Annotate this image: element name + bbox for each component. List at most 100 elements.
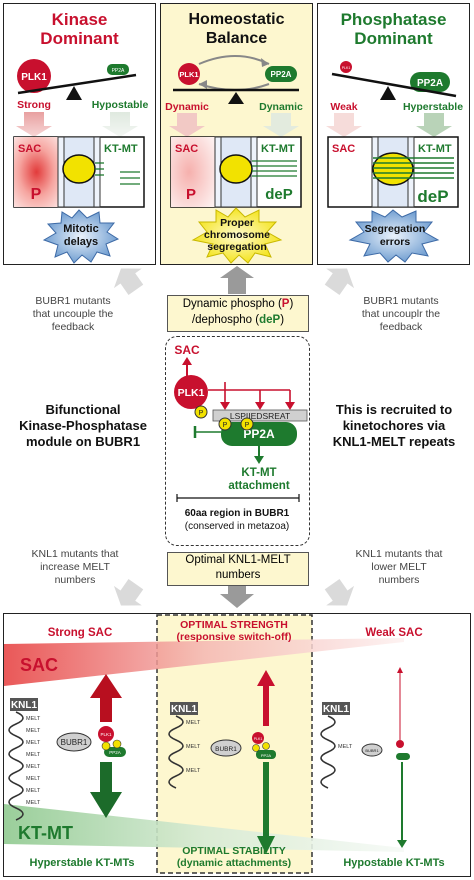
down-right-arrow — [324, 579, 355, 606]
optimal-melt-box: Optimal KNL1-MELT numbers — [167, 552, 309, 586]
kinase-plk1-label: PLK1 — [21, 72, 47, 83]
phosphatase-title: Phosphatase Dominant — [340, 10, 447, 48]
phosphatase-pivot — [380, 86, 396, 100]
phosphatase-left-label: Weak — [330, 101, 357, 113]
phosphatase-beam — [331, 72, 457, 98]
homeostatic-sac-label: SAC — [175, 143, 198, 155]
up-left-arrow — [113, 268, 144, 295]
module-pp2a-label: PP2A — [243, 427, 275, 441]
down-left-arrow — [113, 579, 144, 606]
knl1-coil-center — [168, 715, 184, 789]
kinase-p-mark: P — [31, 186, 42, 203]
kinase-dominant-panel: Kinase Dominant PLK1 PP2A Strong Hyposta… — [3, 3, 156, 265]
homeostatic-outcome-star — [191, 207, 283, 264]
kinase-sac-label: SAC — [18, 143, 41, 155]
down-center-arrow — [220, 580, 254, 608]
optimal-strength-line2: (responsive switch-off) — [177, 631, 292, 643]
homeostatic-pivot — [228, 92, 244, 104]
knl1-box-left — [10, 698, 38, 711]
phosphatase-node — [372, 152, 414, 186]
homeostatic-right-label: Dynamic — [259, 101, 303, 113]
melt-labels-center: MELT MELT MELT — [186, 720, 201, 774]
sac-arrow-optimal — [257, 670, 275, 726]
phosphatase-sac-label: SAC — [332, 143, 355, 155]
homeostatic-title: Homeostatic Balance — [188, 11, 285, 47]
svg-text:PP2A: PP2A — [261, 753, 272, 758]
svg-text:PP2A: PP2A — [109, 750, 121, 755]
plk1-left — [98, 726, 114, 742]
homeostatic-cycle-top — [198, 55, 270, 65]
phosphatase-right-label: Hyperstable — [403, 101, 463, 113]
knl1-note-left: KNL1 mutants that increase MELT numbers — [31, 548, 119, 586]
optimal-strength-line1: OPTIMAL STRENGTH — [180, 619, 288, 631]
phosphatase-outcome-line2: errors — [380, 236, 411, 248]
hyperstable-label: Hyperstable KT-MTs — [30, 857, 135, 869]
module-plk1-ball — [174, 375, 208, 409]
kinase-outcome-line1: Mitotic — [63, 223, 98, 235]
kinase-plk1-pp2a-node — [62, 154, 96, 184]
knl1-box-right — [322, 702, 350, 715]
homeostatic-diagram: PLK1 PP2A Dynamic Dynamic SAC KT-MT P de… — [165, 55, 303, 264]
optimal-stability-line1: OPTIMAL STABILITY — [182, 845, 285, 857]
kinase-left-label: Strong — [17, 99, 51, 111]
kinase-sac-field — [14, 137, 64, 207]
pp2a-center — [256, 750, 276, 759]
homeostatic-outcome-line3: segregation — [207, 241, 267, 253]
svg-text:MELT: MELT — [26, 776, 41, 782]
knl1-note-right: KNL1 mutants that lower MELT numbers — [355, 548, 443, 586]
svg-text:MELT: MELT — [26, 800, 41, 806]
phosphatase-dominant-panel: Phosphatase Dominant PLK1 PP2A Weak Hype… — [317, 3, 470, 265]
phosphatase-dep-mark: deP — [417, 187, 448, 206]
kinase-sac-arrow — [16, 112, 52, 137]
ktmt-wedge — [4, 804, 404, 852]
svg-text:MELT: MELT — [26, 740, 41, 746]
bottom-diagram: SAC KT-MT Strong SAC OPTIMAL STRENGTH (r… — [4, 614, 445, 874]
phosphatase-ktmt-arrow — [416, 113, 452, 137]
svg-text:MELT: MELT — [186, 768, 201, 774]
sac-wedge — [4, 638, 404, 686]
bottom-sac-label: SAC — [20, 655, 58, 675]
svg-text:MELT: MELT — [26, 716, 41, 722]
svg-text:BUBR1: BUBR1 — [365, 748, 379, 753]
homeostatic-left-label: Dynamic — [165, 101, 209, 113]
homeostatic-ktmt-arrow — [263, 113, 299, 137]
bubr1-center — [210, 739, 242, 757]
knl1-coil-right — [320, 715, 336, 789]
module-p-circle-3 — [240, 417, 254, 431]
module-region-line1: 60aa region in BUBR1 — [185, 508, 290, 519]
kinase-pp2a-ball — [107, 64, 129, 75]
kinase-plk1-ball — [17, 59, 51, 93]
knl1-box-center — [170, 702, 198, 715]
bubr1-module-diagram: SAC PLK1 LSPIIEDSREAT PP2A P P P KT-MT a… — [174, 343, 308, 532]
phosphatase-pp2a-ball — [410, 72, 450, 92]
sac-arrow-strong — [90, 674, 122, 722]
plk1-center — [252, 732, 264, 744]
homeostatic-p-mark: P — [186, 186, 196, 203]
svg-text:MELT: MELT — [186, 744, 201, 750]
svg-text:MELT: MELT — [26, 728, 41, 734]
svg-text:KNL1: KNL1 — [11, 700, 38, 711]
module-region-line2: (conserved in metazoa) — [185, 521, 290, 532]
kinase-seesaw-beam — [17, 73, 137, 95]
svg-text:MELT: MELT — [26, 752, 41, 758]
kinase-right-label: Hypostable — [92, 99, 149, 111]
plk1-right — [396, 740, 404, 748]
svg-text:MELT: MELT — [186, 720, 201, 726]
homeostatic-plk1-ball — [178, 63, 200, 85]
homeostatic-sac-arrow — [169, 113, 205, 137]
module-plk1-label: PLK1 — [178, 387, 205, 399]
module-pp2a-ball — [221, 422, 297, 446]
ktmt-arrow-strong — [90, 762, 122, 818]
bubr1-left — [56, 732, 92, 752]
kinase-outcome-star — [42, 209, 120, 264]
homeostatic-panel: Homeostatic Balance PLK1 PP2A Dynamic Dy… — [160, 3, 313, 265]
svg-text:BUBR1: BUBR1 — [215, 746, 237, 753]
pp2a-left — [104, 747, 126, 757]
up-right-arrow — [324, 268, 355, 295]
svg-text:MELT: MELT — [338, 744, 353, 750]
kinase-seesaw-pivot — [66, 86, 82, 100]
kinase-outcome-line2: delays — [64, 236, 98, 248]
ktmt-arrow-optimal — [257, 762, 275, 854]
hypostable-label: Hypostable KT-MTs — [343, 857, 444, 869]
svg-text:P: P — [245, 422, 250, 429]
